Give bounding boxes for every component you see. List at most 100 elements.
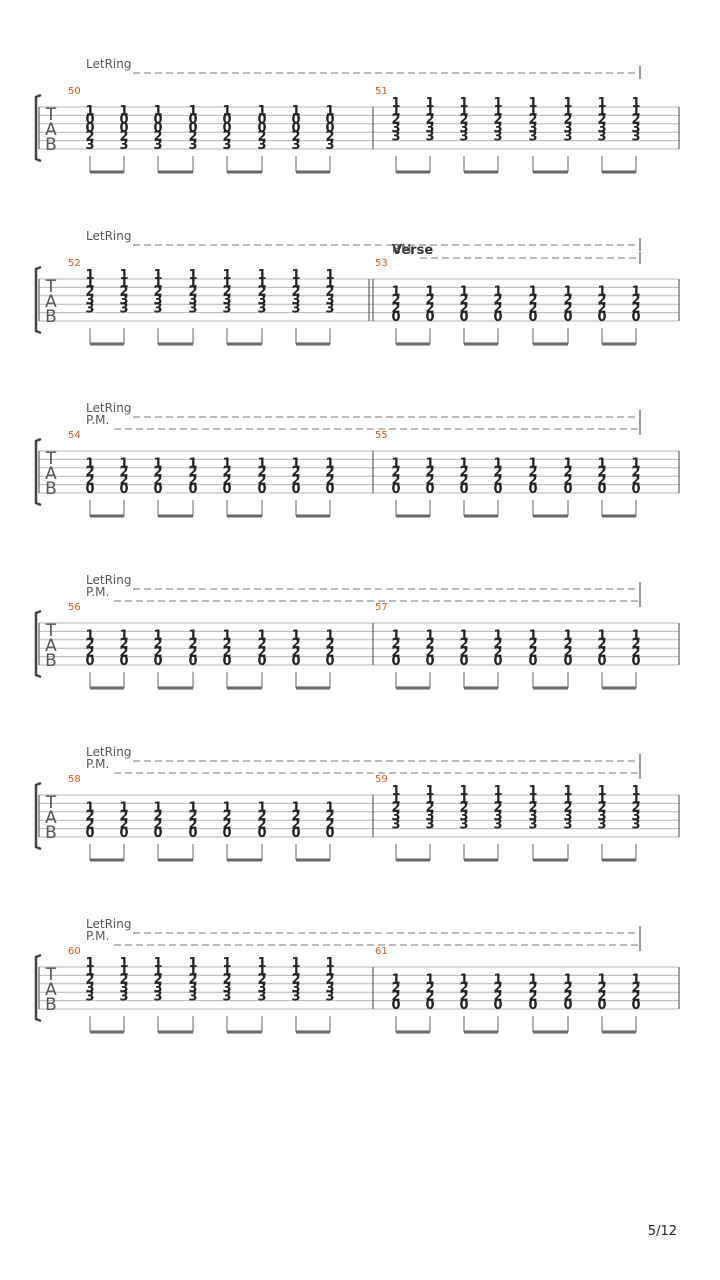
fret-number: 0 — [425, 482, 434, 497]
measure-number: 59 — [375, 774, 388, 785]
fret-number: 3 — [291, 138, 300, 153]
fret-number: 0 — [563, 654, 572, 669]
fret-number: 1 — [119, 801, 128, 816]
fret-number: 2 — [597, 293, 606, 308]
fret-number: 1 — [425, 792, 434, 807]
fret-number: 1 — [528, 457, 537, 472]
fret-number: 3 — [528, 121, 537, 136]
marking-label: LetRing — [86, 229, 131, 243]
tab-clef-letter: A — [45, 980, 57, 1000]
fret-number: 1 — [493, 629, 502, 644]
fret-number: 3 — [325, 301, 334, 316]
fret-number: 2 — [257, 973, 266, 988]
fret-number: 1 — [425, 784, 434, 799]
fret-number: 1 — [119, 956, 128, 971]
fret-number: 2 — [85, 129, 94, 144]
fret-number: 3 — [563, 817, 572, 832]
fret-number: 1 — [257, 268, 266, 283]
fret-number: 3 — [631, 121, 640, 136]
fret-number: 2 — [85, 645, 94, 660]
fret-number: 1 — [425, 104, 434, 119]
tab-clef-letter: A — [45, 464, 57, 484]
fret-number: 3 — [85, 138, 94, 153]
fret-number: 1 — [391, 629, 400, 644]
fret-number: 2 — [528, 645, 537, 660]
fret-number: 2 — [493, 473, 502, 488]
fret-number: 2 — [325, 285, 334, 300]
tab-clef-letter: B — [45, 135, 57, 155]
fret-number: 2 — [291, 285, 300, 300]
fret-number: 1 — [631, 104, 640, 119]
fret-number: 0 — [291, 113, 300, 128]
fret-number: 3 — [257, 138, 266, 153]
fret-number: 3 — [85, 301, 94, 316]
fret-number: 1 — [85, 104, 94, 119]
fret-number: 3 — [291, 981, 300, 996]
fret-number: 2 — [85, 809, 94, 824]
fret-number: 2 — [597, 801, 606, 816]
fret-number: 0 — [528, 310, 537, 325]
fret-number: 1 — [597, 96, 606, 111]
fret-number: 1 — [85, 276, 94, 291]
fret-number: 2 — [153, 285, 162, 300]
fret-number: 0 — [425, 998, 434, 1013]
fret-number: 1 — [153, 629, 162, 644]
fret-number: 2 — [85, 817, 94, 832]
fret-number: 1 — [119, 629, 128, 644]
measure-number: 56 — [68, 602, 81, 613]
fret-number: 1 — [563, 457, 572, 472]
fret-number: 3 — [119, 981, 128, 996]
tab-system: LetRingTAB501002310023100231002310023100… — [34, 57, 680, 174]
fret-number: 0 — [222, 654, 231, 669]
fret-number: 0 — [291, 654, 300, 669]
fret-number: 2 — [188, 817, 197, 832]
fret-number: 0 — [631, 482, 640, 497]
fret-number: 1 — [257, 801, 266, 816]
fret-number: 2 — [222, 637, 231, 652]
fret-number: 1 — [188, 629, 197, 644]
fret-number: 2 — [119, 645, 128, 660]
fret-number: 1 — [325, 276, 334, 291]
fret-number: 2 — [188, 809, 197, 824]
fret-number: 1 — [222, 964, 231, 979]
fret-number: 2 — [631, 989, 640, 1004]
fret-number: 1 — [119, 964, 128, 979]
fret-number: 2 — [425, 465, 434, 480]
fret-number: 1 — [325, 964, 334, 979]
fret-number: 1 — [222, 268, 231, 283]
fret-number: 3 — [188, 138, 197, 153]
fret-number: 1 — [153, 276, 162, 291]
fret-number: 1 — [119, 457, 128, 472]
fret-number: 2 — [597, 301, 606, 316]
fret-number: 2 — [153, 637, 162, 652]
fret-number: 3 — [257, 293, 266, 308]
fret-number: 2 — [85, 973, 94, 988]
fret-number: 3 — [528, 817, 537, 832]
fret-number: 0 — [188, 482, 197, 497]
fret-number: 1 — [563, 792, 572, 807]
fret-number: 2 — [563, 293, 572, 308]
fret-number: 0 — [257, 121, 266, 136]
fret-number: 1 — [325, 104, 334, 119]
fret-number: 2 — [493, 801, 502, 816]
measure-number: 54 — [68, 430, 81, 441]
fret-number: 2 — [425, 473, 434, 488]
fret-number: 1 — [528, 973, 537, 988]
fret-number: 2 — [257, 809, 266, 824]
fret-number: 2 — [153, 645, 162, 660]
tab-clef-letter: T — [45, 449, 57, 469]
tab-clef-letter: T — [45, 105, 57, 125]
system-bracket — [34, 93, 42, 163]
fret-number: 0 — [222, 482, 231, 497]
fret-number: 1 — [425, 96, 434, 111]
fret-number: 3 — [391, 809, 400, 824]
measure-number: 53 — [375, 258, 388, 269]
fret-number: 2 — [391, 473, 400, 488]
fret-number: 0 — [257, 482, 266, 497]
fret-number: 2 — [425, 113, 434, 128]
fret-number: 3 — [188, 981, 197, 996]
fret-number: 2 — [222, 817, 231, 832]
fret-number: 2 — [85, 285, 94, 300]
fret-number: 0 — [493, 998, 502, 1013]
